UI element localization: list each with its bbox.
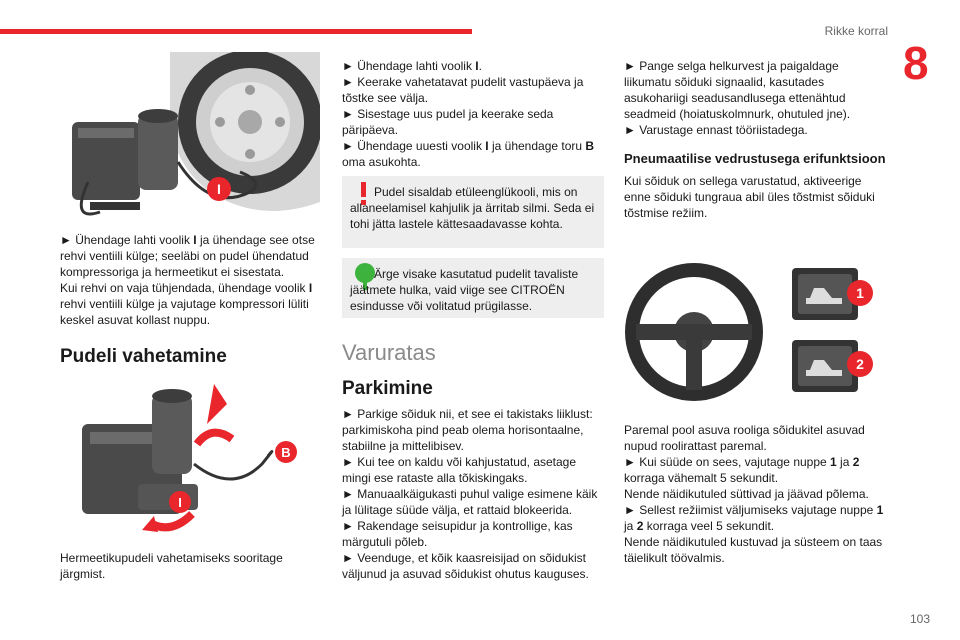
left-column: ► Ühendage lahti voolik I ja ühendage se… [60, 232, 322, 368]
header-title: Rikke korral [824, 24, 888, 38]
rhd-note: Paremal pool asuva rooliga sõidukitel as… [624, 423, 865, 453]
steering-wheel-illustration [625, 263, 858, 401]
header-accent-bar [0, 29, 472, 34]
right-intro: ► Pange selga helkurvest ja paigaldage l… [624, 59, 851, 121]
eco-text: Ärge visake kasutatud pudelit tavaliste … [350, 267, 579, 313]
recycle-tree-icon [355, 263, 375, 290]
callout-b-label: B [281, 445, 290, 460]
parking-step-5: ► Veenduge, et kõik kaasreisijad on sõid… [342, 551, 589, 581]
parking-heading: Parkimine [342, 378, 433, 399]
right-column: ► Pange selga helkurvest ja paigaldage l… [624, 58, 886, 221]
page-number: 103 [909, 612, 930, 626]
warning-text: Pudel sisaldab etüleenglükooli, mis on a… [350, 185, 595, 231]
air-suspension-desc: Kui sõiduk on sellega varustatud, aktive… [624, 174, 875, 220]
callout-1-label: 1 [856, 285, 864, 301]
air-suspension-heading: Pneumaatilise vedrustusega erifunktsioon [624, 151, 886, 166]
right-tools: ► Varustage ennast tööriistadega. [624, 123, 808, 137]
parking-step-1: ► Parkige sõiduk nii, et see ei takistak… [342, 407, 593, 453]
bottle-replacement-illustration [82, 384, 274, 532]
callout-i-label: I [217, 181, 221, 197]
air-suspension-instructions: Paremal pool asuva rooliga sõidukitel as… [624, 422, 886, 566]
parking-step-3: ► Manuaalkäigukasti puhul valige esimene… [342, 487, 598, 517]
bottle-replacement-heading: Pudeli vahetamine [60, 346, 227, 367]
callout-1-badge: 1 [847, 280, 873, 306]
callout-b-badge: B [275, 441, 297, 463]
spare-wheel-section: Varuratas Parkimine ► Parkige sõiduk nii… [342, 340, 606, 582]
lights-off-note: Nende näidikutuled kustuvad ja süsteem o… [624, 535, 883, 565]
callout-i-badge: I [207, 177, 231, 201]
activate-step: ► Kui süüde on sees, vajutage nuppe 1 ja… [624, 455, 860, 485]
callout-2-label: 2 [856, 356, 864, 372]
step-4: ► Ühendage uuesti voolik I ja ühendage t… [342, 139, 595, 169]
chapter-number: 8 [903, 37, 929, 89]
callout-i2-badge: I [169, 491, 191, 513]
exit-step: ► Sellest režiimist väljumiseks vajutage… [624, 503, 884, 533]
step-2: ► Keerake vahetatavat pudelit vastupäeva… [342, 75, 584, 105]
parking-step-4: ► Rakendage seisupidur ja kontrollige, k… [342, 519, 573, 549]
parking-step-2: ► Kui tee on kaldu või kahjustatud, aset… [342, 455, 577, 485]
warning-exclamation-icon [361, 182, 366, 205]
left-para-1: ► Ühendage lahti voolik I ja ühendage se… [60, 233, 315, 279]
middle-column-steps: ► Ühendage lahti voolik I. ► Keerake vah… [342, 58, 606, 170]
lights-on-note: Nende näidikutuled süttivad ja jäävad põ… [624, 487, 869, 501]
eco-note: Ärge visake kasutatud pudelit tavaliste … [342, 258, 604, 318]
bottle-intro: Hermeetikupudeli vahetamiseks sooritage … [60, 550, 322, 582]
left-para-2: Kui rehvi on vaja tühjendada, ühendage v… [60, 281, 313, 327]
section-title-spare-wheel: Varuratas [342, 340, 436, 365]
callout-i2-label: I [178, 495, 182, 510]
bottle-intro-text: Hermeetikupudeli vahetamiseks sooritage … [60, 551, 283, 581]
compressor-wheel-illustration [60, 52, 320, 224]
step-1: ► Ühendage lahti voolik I. [342, 59, 482, 73]
step-3: ► Sisestage uus pudel ja keerake seda pä… [342, 107, 554, 137]
warning-note: Pudel sisaldab etüleenglükooli, mis on a… [342, 176, 604, 248]
callout-2-badge: 2 [847, 351, 873, 377]
